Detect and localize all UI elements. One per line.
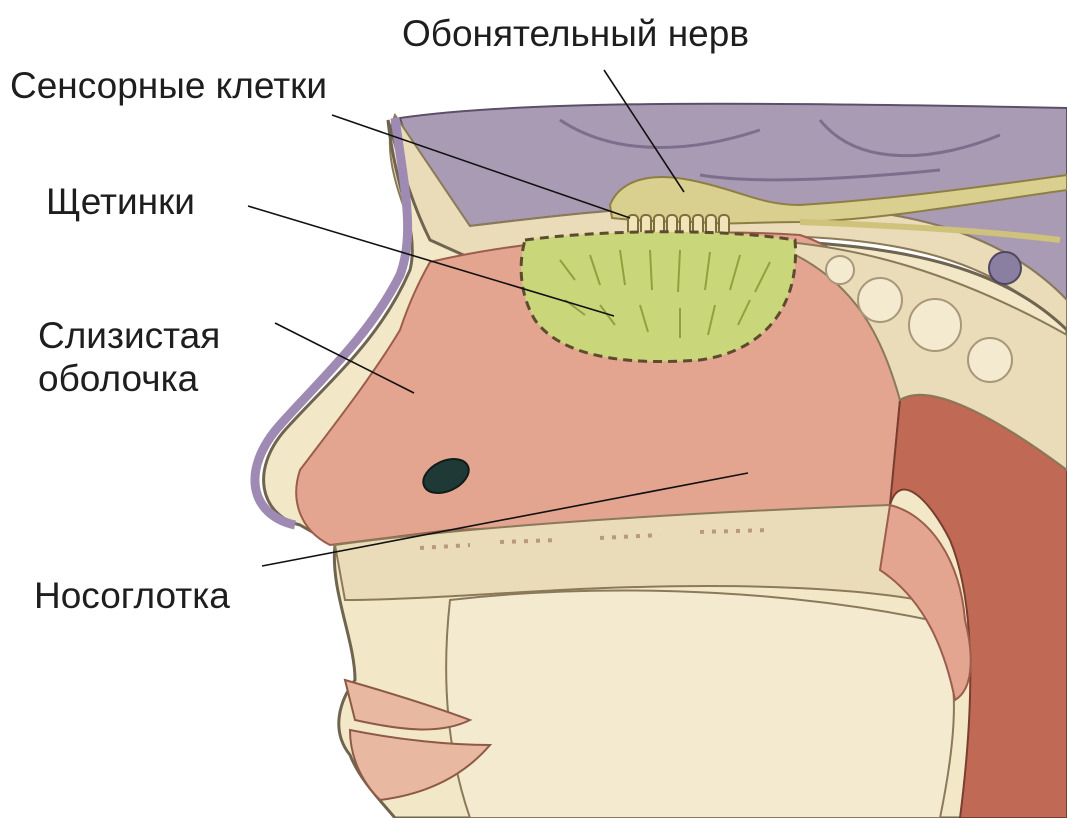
sinus-cell [909,299,961,351]
label-mucosa: Слизистая оболочка [38,314,220,400]
label-olfactory-nerve: Обонятельный нерв [402,12,749,55]
sinus-cell [968,338,1012,382]
label-mucosa-line1: Слизистая [38,314,220,357]
sinus-cell [826,256,854,284]
olfactory-bulb-knob [989,252,1021,284]
label-bristles: Щетинки [46,180,195,223]
label-sensory-cells: Сенсорные клетки [10,64,327,107]
label-nasopharynx: Носоглотка [34,574,230,617]
label-mucosa-line2: оболочка [38,357,220,400]
sinus-cell [858,278,902,322]
oral-cavity [446,590,954,818]
